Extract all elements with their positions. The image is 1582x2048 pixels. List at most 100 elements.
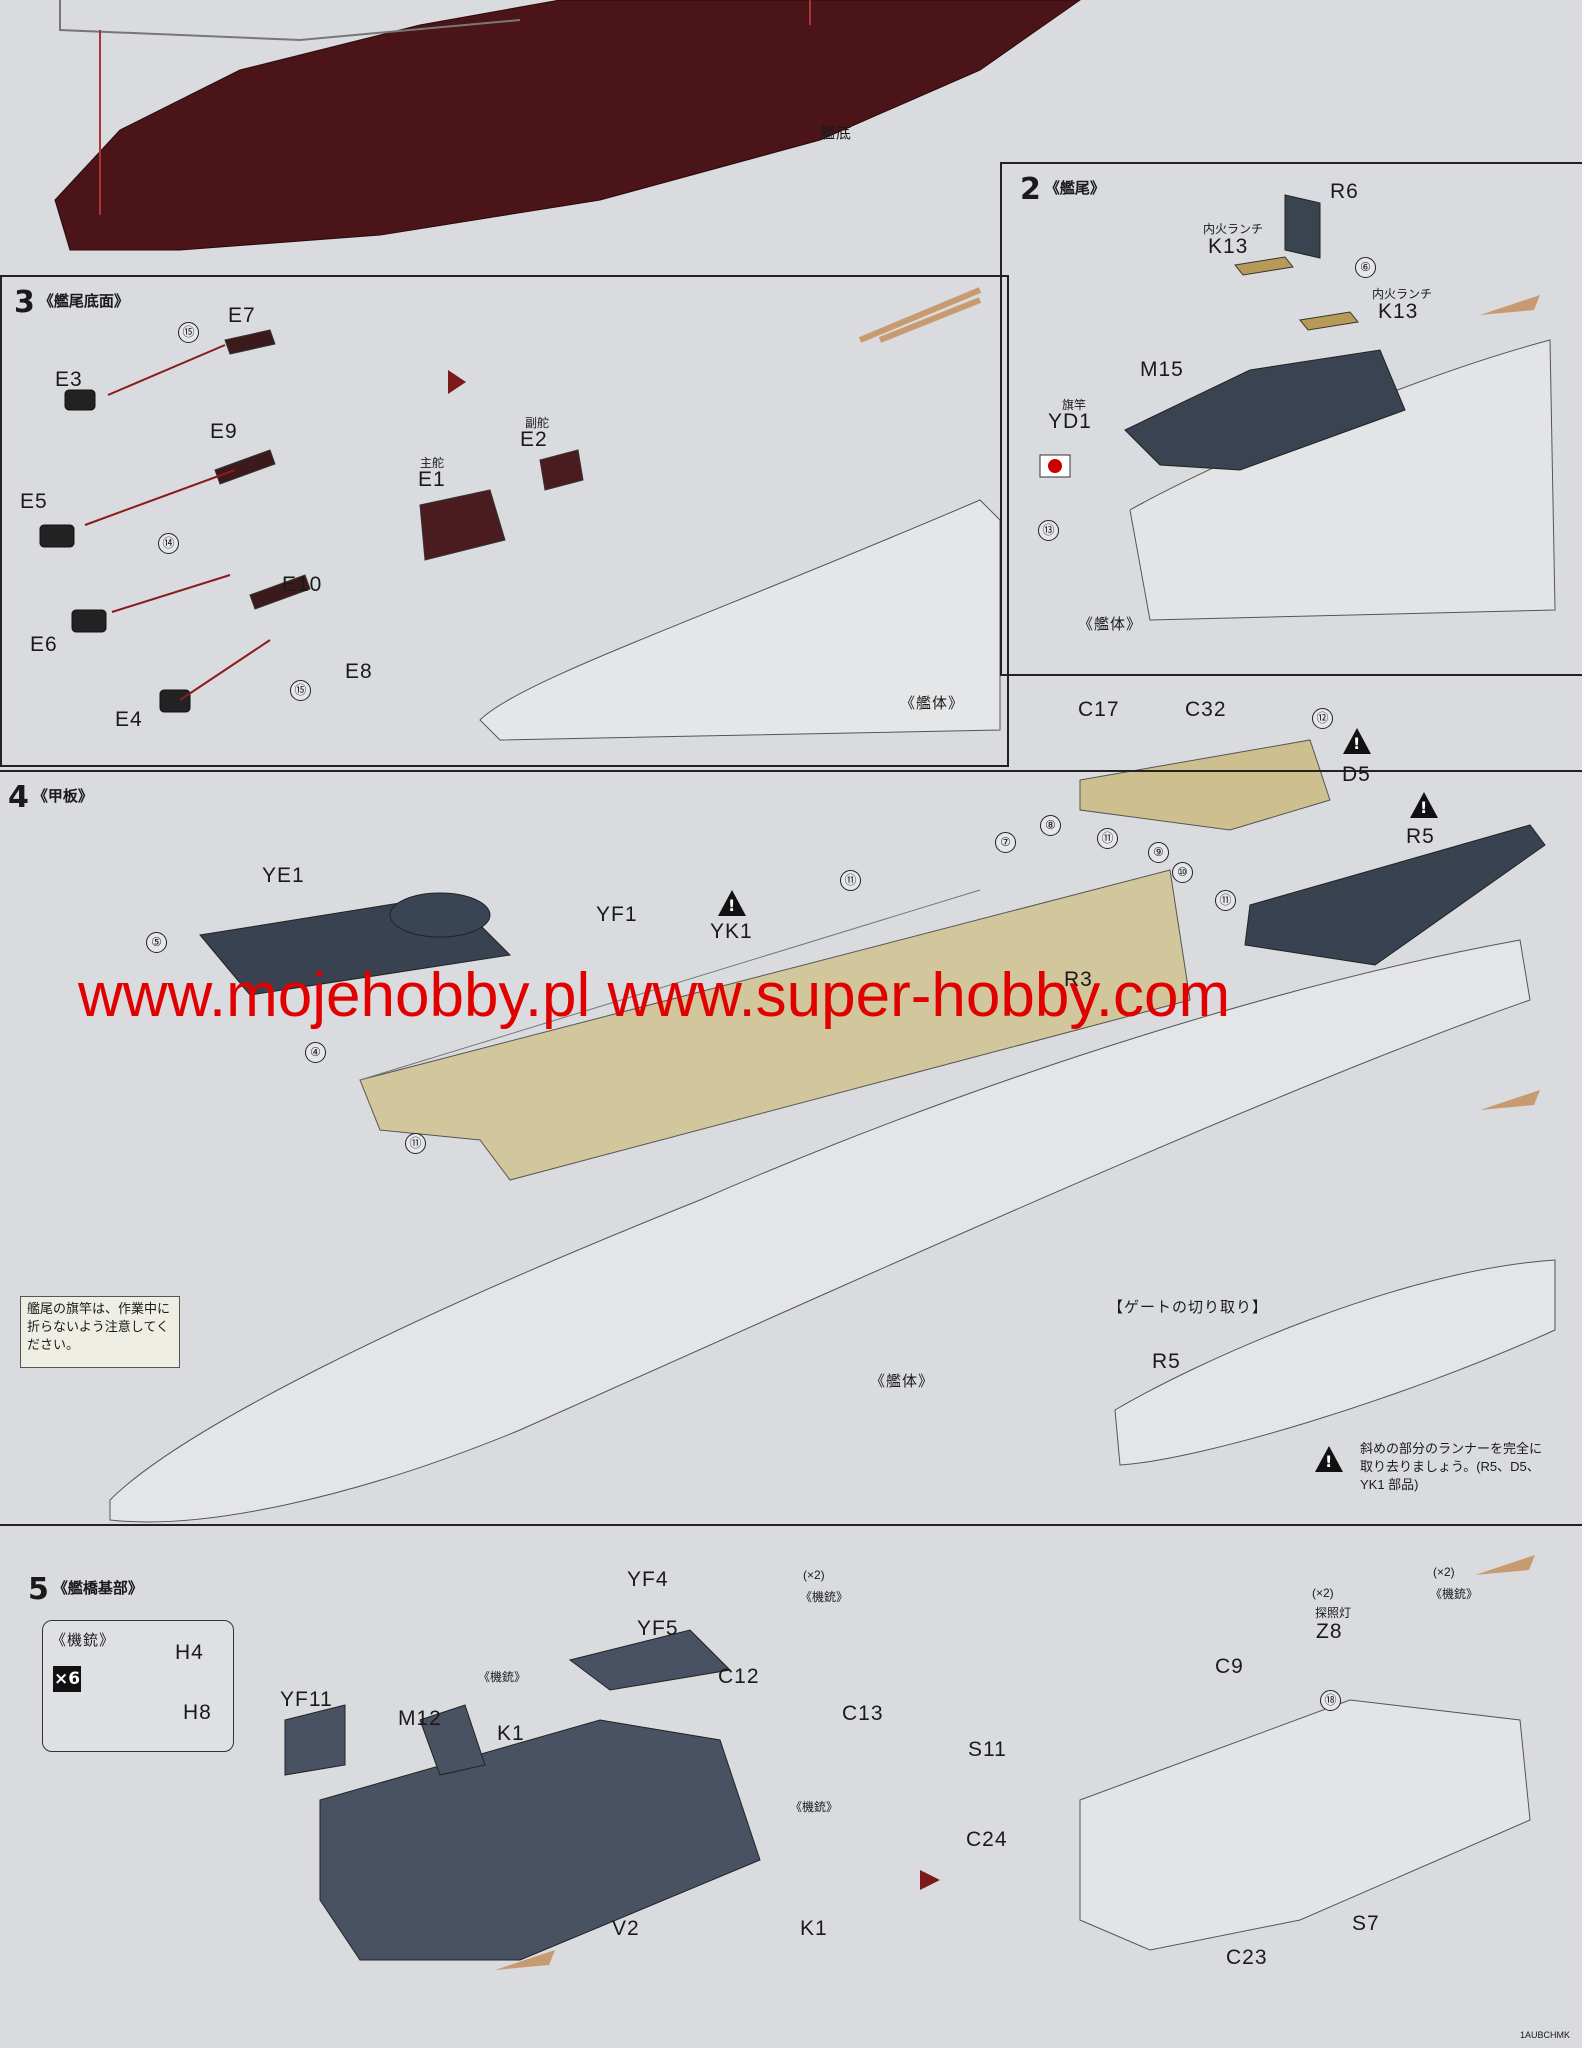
decal-11-d: ⑪: [1215, 890, 1236, 911]
part-c32: C32: [1185, 698, 1227, 721]
part-k1-a: K1: [497, 1722, 525, 1745]
part-m15: M15: [1140, 358, 1184, 381]
part-r6: R6: [1330, 180, 1359, 203]
machine-gun-box: 《機銃》 ×6 H4 H8: [42, 1620, 234, 1752]
part-c23: C23: [1226, 1946, 1268, 1969]
part-k13-b-desc: 内火ランチ: [1372, 287, 1433, 301]
part-e2: E2: [520, 428, 548, 451]
right-gun-desc: 《機銃》: [1430, 1587, 1479, 1601]
part-z8-count: (×2): [1312, 1586, 1334, 1600]
part-r3: R3: [1064, 968, 1093, 991]
part-v2: V2: [612, 1917, 640, 1940]
decal-11-b: ⑪: [840, 870, 861, 891]
step-4-number: 4: [8, 780, 29, 815]
part-e1-desc: 主舵: [420, 456, 445, 470]
part-e7: E7: [228, 304, 256, 327]
warning-icon-gate: [1315, 1446, 1343, 1472]
step-3-title: 《艦尾底面》: [38, 292, 129, 310]
part-z8-desc: 探照灯: [1315, 1606, 1352, 1620]
gate-cut-title: 【ゲートの切り取り】: [1108, 1299, 1269, 1316]
part-e9: E9: [210, 420, 238, 443]
part-yf4: YF4: [627, 1568, 669, 1591]
part-d5: D5: [1342, 763, 1371, 786]
part-h8: H8: [183, 1701, 212, 1724]
step-2-hull-label: 《艦体》: [1078, 616, 1143, 633]
step-3-panel: [0, 275, 1009, 767]
part-c24: C24: [966, 1828, 1008, 1851]
gun-box-count: ×6: [53, 1666, 81, 1692]
part-s11: S11: [968, 1738, 1007, 1761]
step-5-heading: 5《艦橋基部》: [28, 1572, 143, 1607]
part-e8: E8: [345, 660, 373, 683]
step-2-title: 《艦尾》: [1044, 179, 1105, 197]
part-c12: C12: [718, 1665, 760, 1688]
decal-15-a: ⑮: [178, 322, 199, 343]
right-gun-count: (×2): [1433, 1565, 1455, 1579]
step-3-number: 3: [14, 285, 35, 320]
part-e10: E10: [282, 573, 323, 596]
part-k1-b: K1: [800, 1917, 828, 1940]
part-r5: R5: [1406, 825, 1435, 848]
part-e6: E6: [30, 633, 58, 656]
part-c13-desc: 《機銃》: [800, 1590, 849, 1604]
warning-icon-d5: [1343, 728, 1371, 754]
part-c17: C17: [1078, 698, 1120, 721]
part-k13-a-desc: 内火ランチ: [1203, 222, 1264, 236]
decal-8: ⑧: [1040, 815, 1061, 836]
part-yf5: YF5: [637, 1617, 679, 1640]
part-ye1: YE1: [262, 864, 305, 887]
step-2-heading: 2《艦尾》: [1020, 172, 1105, 207]
decal-7: ⑦: [995, 832, 1016, 853]
part-yd1-desc: 旗竿: [1062, 398, 1087, 412]
hull-bottom-label: 艦底: [820, 125, 853, 142]
decal-11-c: ⑪: [1097, 828, 1118, 849]
step-3-heading: 3《艦尾底面》: [14, 285, 129, 320]
decal-9: ⑨: [1148, 842, 1169, 863]
part-m12: M12: [398, 1707, 442, 1730]
part-k1-b-desc: 《機銃》: [790, 1800, 839, 1814]
decal-12: ⑫: [1312, 708, 1333, 729]
part-e5: E5: [20, 490, 48, 513]
part-yf1: YF1: [596, 903, 638, 926]
decal-4: ④: [305, 1042, 326, 1063]
decal-13: ⑬: [1038, 520, 1059, 541]
decal-18: ⑱: [1320, 1690, 1341, 1711]
step-3-hull-label: 《艦体》: [900, 695, 965, 712]
gate-note: 斜めの部分のランナーを完全に取り去りましょう。(R5、D5、YK1 部品): [1360, 1441, 1543, 1492]
decal-15-b: ⑮: [290, 680, 311, 701]
part-c13-count: (×2): [803, 1568, 825, 1582]
part-s7: S7: [1352, 1912, 1380, 1935]
part-c13: C13: [842, 1702, 884, 1725]
footer-code: 1AUBCHMK: [1520, 2030, 1571, 2040]
decal-6: ⑥: [1355, 257, 1376, 278]
step-4-title: 《甲板》: [32, 787, 93, 805]
step-4-heading: 4《甲板》: [8, 780, 93, 815]
part-e3: E3: [55, 368, 83, 391]
step-2-panel: [1000, 162, 1582, 676]
part-k13-b: K13: [1378, 300, 1419, 323]
warning-icon-yk1: [718, 890, 746, 916]
step-4-hull-label: 《艦体》: [870, 1373, 935, 1390]
step-5-number: 5: [28, 1572, 49, 1607]
gate-part-r5: R5: [1152, 1350, 1181, 1373]
decal-14: ⑭: [158, 533, 179, 554]
flagpole-caution-note: 艦尾の旗竿は、作業中に折らないよう注意してください。: [20, 1296, 180, 1368]
part-yk1: YK1: [710, 920, 753, 943]
gun-box-title: 《機銃》: [51, 1632, 116, 1649]
decal-11-a: ⑪: [405, 1133, 426, 1154]
watermark: www.mojehobby.pl www.super-hobby.com: [78, 961, 1231, 1030]
part-c9: C9: [1215, 1655, 1244, 1678]
part-h4: H4: [175, 1641, 204, 1664]
part-k13-a: K13: [1208, 235, 1249, 258]
decal-5: ⑤: [146, 932, 167, 953]
decal-10: ⑩: [1172, 862, 1193, 883]
step-5-title: 《艦橋基部》: [52, 1579, 143, 1597]
part-e1: E1: [418, 468, 446, 491]
part-e4: E4: [115, 708, 143, 731]
part-z8: Z8: [1316, 1620, 1343, 1643]
step-2-number: 2: [1020, 172, 1041, 207]
part-e2-desc: 副舵: [525, 416, 550, 430]
warning-icon-r5: [1410, 792, 1438, 818]
